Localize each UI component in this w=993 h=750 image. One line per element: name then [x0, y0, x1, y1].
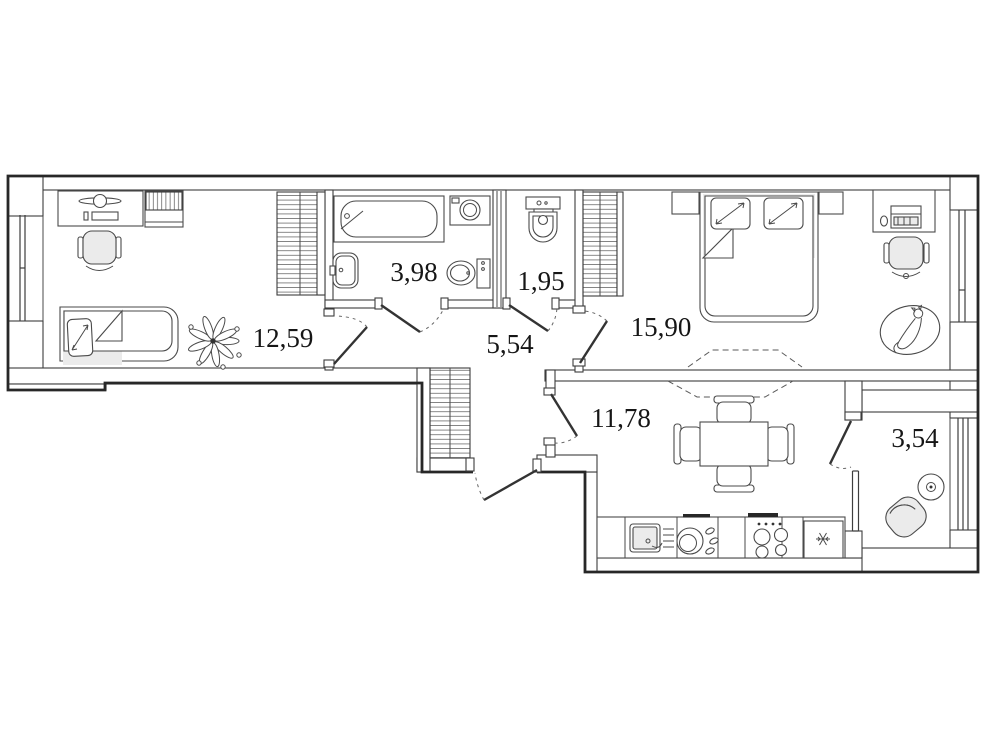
- wc-toilet-icon: [525, 196, 561, 243]
- wardrobe-hallway: [429, 367, 471, 459]
- bedroom-desk: [872, 189, 936, 233]
- stove-icon: [748, 513, 789, 559]
- wall-segment: [544, 369, 979, 382]
- room-label-hallway: 5,54: [486, 329, 534, 359]
- doors: [323, 297, 862, 502]
- side-table-icon: [917, 473, 945, 501]
- room-labels: 12,59 3,98 1,95 5,54 15,90 11,78 3,54: [253, 257, 940, 453]
- wardrobe-left-room: [276, 191, 326, 296]
- room-label-bathroom: 3,98: [390, 257, 437, 287]
- ceiling-dashed-line: [687, 349, 803, 368]
- bedroom-chair: [883, 236, 930, 279]
- bathroom-toilet-icon: [446, 258, 491, 289]
- room-left-furniture: [57, 190, 242, 370]
- exterior-outline: [6, 174, 980, 574]
- dining-table: [673, 395, 795, 493]
- nightstand-left: [671, 191, 700, 215]
- snowflake-icon: [816, 532, 830, 546]
- window-bedroom-right: [949, 210, 966, 322]
- wall-segment: [861, 389, 979, 413]
- ceiling-dashed-line: [667, 380, 794, 398]
- keyboard-icon: [91, 211, 119, 221]
- armchair-icon: [885, 496, 927, 538]
- double-bed: [699, 191, 819, 323]
- cat-rug: [879, 304, 941, 355]
- wall-segment: [324, 299, 381, 309]
- door-bedroom: [572, 305, 609, 367]
- wc-fixtures: [525, 196, 561, 243]
- wardrobe-bedroom: [582, 191, 624, 297]
- room-label-kitchen-living: 11,78: [591, 403, 651, 433]
- mouse-icon: [879, 215, 889, 227]
- wardrobes: [144, 190, 624, 459]
- single-bed: [59, 306, 179, 365]
- bathroom-fixtures: [329, 195, 491, 289]
- kitchen-furniture: [596, 380, 846, 559]
- door-kitchen: [543, 387, 579, 446]
- kitchen-sink-icon: [629, 523, 674, 553]
- door-left-room: [323, 308, 368, 368]
- wall-segment: [324, 189, 334, 316]
- door-wc: [502, 297, 560, 332]
- wall-segment: [574, 189, 584, 313]
- room-label-bedroom-left: 12,59: [253, 323, 314, 353]
- cat-icon: [893, 304, 924, 354]
- room-label-wc: 1,95: [517, 266, 564, 296]
- door-bathroom: [374, 297, 449, 333]
- wall-segment: [7, 175, 979, 191]
- window-left: [19, 215, 44, 321]
- shelf-unit: [144, 190, 184, 228]
- room-label-loggia: 3,54: [891, 423, 939, 453]
- wall-segment: [7, 175, 44, 217]
- bedroom-furniture: [671, 189, 941, 368]
- wall-segment: [949, 175, 979, 211]
- wall-segment: [584, 471, 598, 573]
- wall-segment: [492, 189, 507, 309]
- windows: [19, 210, 969, 532]
- plant-icon: [188, 316, 242, 370]
- bathroom-sink-icon: [329, 252, 359, 289]
- window-kitchen-loggia: [851, 470, 860, 532]
- room-label-bedroom-main: 15,90: [631, 312, 692, 342]
- wall-segment: [844, 530, 863, 559]
- door-entrance: [465, 457, 542, 502]
- window-loggia-right: [949, 418, 969, 530]
- desk: [57, 190, 144, 227]
- door-loggia: [828, 411, 862, 469]
- wall-segment: [861, 547, 979, 573]
- wall-segment: [584, 557, 869, 573]
- kitchen-counter: [596, 513, 846, 559]
- walls: [6, 174, 980, 574]
- fridge-icon: [803, 520, 844, 559]
- prep-area-icon: [676, 514, 719, 555]
- loggia-furniture: [885, 473, 945, 538]
- desk-chair: [77, 230, 122, 271]
- nightstand-right: [818, 191, 844, 215]
- washing-machine-icon: [449, 195, 491, 226]
- bathtub-icon: [333, 195, 445, 243]
